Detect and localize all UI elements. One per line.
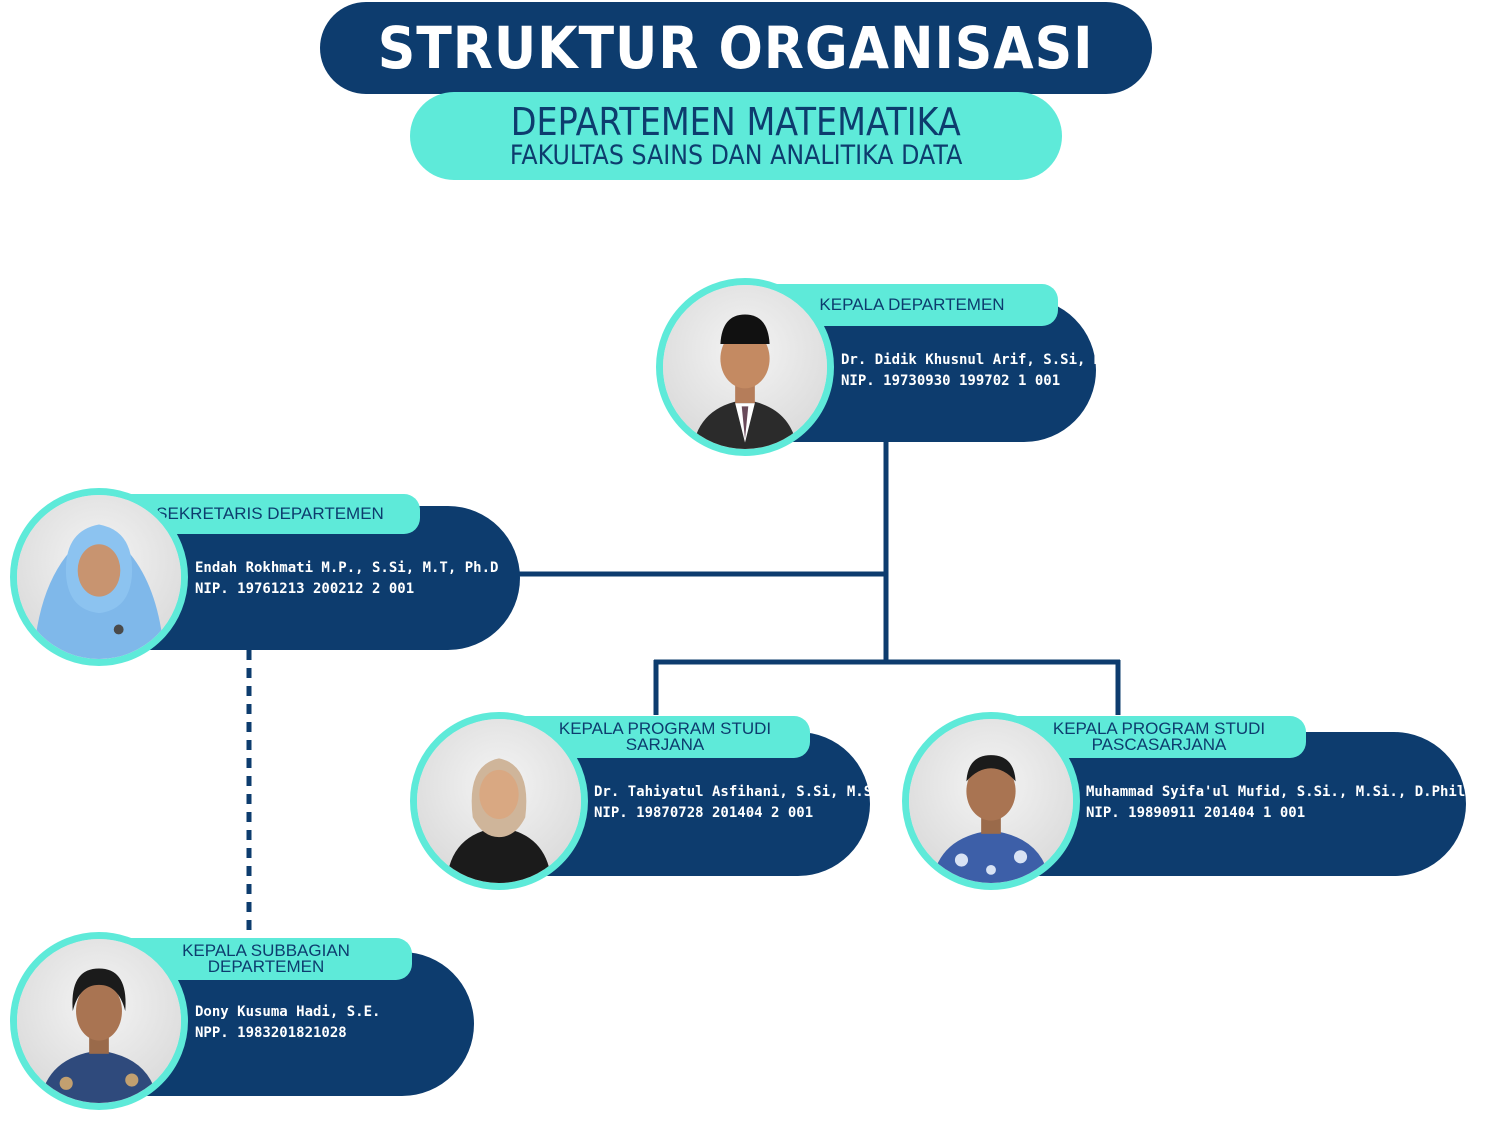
card-subdivision: KEPALA SUBBAGIAN DEPARTEMEN Dony Kusuma …: [10, 932, 474, 1112]
portrait-woman-hijab-icon: [10, 488, 188, 666]
faculty-name: FAKULTAS SAINS DAN ANALITIKA DATA: [509, 140, 963, 171]
portrait-man-peci-icon: [656, 278, 834, 456]
subtitle-banner: DEPARTEMEN MATEMATIKA FAKULTAS SAINS DAN…: [410, 92, 1062, 180]
role-text-line2: PASCASARJANA: [1091, 735, 1227, 754]
role-text: KEPALA DEPARTEMEN: [819, 295, 1005, 314]
member-name: Dr. Didik Khusnul Arif, S.Si, M.Si: [841, 352, 1128, 368]
role-label: KEPALA PROGRAM STUDI PASCASARJANA: [1012, 716, 1306, 758]
member-name: Endah Rokhmati M.P., S.Si, M.T, Ph.D: [195, 560, 499, 576]
portrait-man-batik-icon: [10, 932, 188, 1110]
role-text: SEKRETARIS DEPARTEMEN: [156, 504, 384, 523]
card-postgrad: KEPALA PROGRAM STUDI PASCASARJANA Muhamm…: [902, 710, 1474, 890]
page-title: STRUKTUR ORGANISASI: [378, 14, 1094, 82]
member-info: Dr. Didik Khusnul Arif, S.Si, M.Si NIP. …: [841, 350, 1128, 392]
member-id: NIP. 19730930 199702 1 001: [841, 373, 1061, 389]
title-banner: STRUKTUR ORGANISASI: [320, 2, 1152, 94]
portrait-man-batik-icon: [902, 712, 1080, 890]
member-name: Dony Kusuma Hadi, S.E.: [195, 1004, 381, 1020]
member-name: Muhammad Syifa'ul Mufid, S.Si., M.Si., D…: [1086, 784, 1474, 800]
portrait-woman-hijab-icon: [410, 712, 588, 890]
member-info: Dr. Tahiyatul Asfihani, S.Si, M.Si NIP. …: [594, 782, 881, 824]
member-id: NPP. 1983201821028: [195, 1025, 347, 1041]
member-name: Dr. Tahiyatul Asfihani, S.Si, M.Si: [594, 784, 881, 800]
card-head: KEPALA DEPARTEMEN Dr. Didik Khusnul Arif…: [656, 278, 1128, 458]
member-info: Muhammad Syifa'ul Mufid, S.Si., M.Si., D…: [1086, 782, 1474, 824]
member-id: NIP. 19890911 201404 1 001: [1086, 805, 1306, 821]
role-text-line1: KEPALA PROGRAM STUDI: [558, 719, 772, 738]
role-label: SEKRETARIS DEPARTEMEN: [120, 494, 420, 534]
role-text-line2: DEPARTEMEN: [207, 957, 325, 976]
member-info: Dony Kusuma Hadi, S.E. NPP. 198320182102…: [195, 1002, 380, 1044]
role-text-line2: SARJANA: [625, 735, 705, 754]
department-name: DEPARTEMEN MATEMATIKA: [510, 100, 962, 144]
member-info: Endah Rokhmati M.P., S.Si, M.T, Ph.D NIP…: [195, 558, 498, 600]
member-id: NIP. 19761213 200212 2 001: [195, 581, 415, 597]
role-text-line1: KEPALA PROGRAM STUDI: [1052, 719, 1266, 738]
card-undergrad: KEPALA PROGRAM STUDI SARJANA Dr. Tahiyat…: [410, 710, 881, 890]
member-id: NIP. 19870728 201404 2 001: [594, 805, 814, 821]
card-secretary: SEKRETARIS DEPARTEMEN Endah Rokhmati M.P…: [10, 488, 520, 668]
role-text-line1: KEPALA SUBBAGIAN: [182, 941, 350, 960]
